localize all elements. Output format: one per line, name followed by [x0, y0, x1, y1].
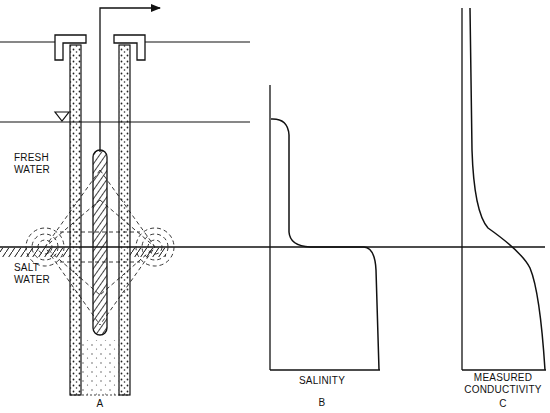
axis-label: SALINITY — [277, 375, 367, 387]
well-bottom — [70, 395, 130, 396]
field-loop — [142, 234, 168, 260]
field-loop — [148, 240, 162, 254]
well-casing — [119, 45, 130, 395]
conductivity-curve — [470, 8, 545, 370]
land-surface — [0, 41, 56, 42]
water-table-symbol — [55, 112, 69, 121]
axis-label: MEASURED CONDUCTIVITY — [458, 372, 548, 396]
interface-line — [0, 246, 545, 247]
zone-label: FRESH WATER — [14, 152, 66, 176]
panel-letter: A — [85, 398, 115, 410]
land-surface — [144, 41, 250, 42]
induction-probe — [93, 150, 107, 335]
ground-hatch — [130, 248, 166, 257]
field-loop — [26, 228, 64, 266]
casing-cap — [55, 35, 86, 60]
panel-letter: C — [488, 398, 518, 410]
salinity-curve — [271, 119, 379, 370]
well-casing — [70, 45, 81, 395]
probe-cable — [100, 8, 160, 152]
axis — [461, 8, 462, 370]
axis — [462, 369, 546, 370]
field-loop — [136, 228, 174, 266]
well-bottom-fill — [81, 340, 119, 395]
zone-label: SALT WATER — [14, 262, 66, 286]
field-loop — [32, 234, 58, 260]
casing-cap — [114, 35, 145, 60]
axis — [270, 369, 380, 370]
axis — [269, 85, 270, 370]
panel-letter: B — [307, 397, 337, 409]
field-loop — [38, 240, 52, 254]
